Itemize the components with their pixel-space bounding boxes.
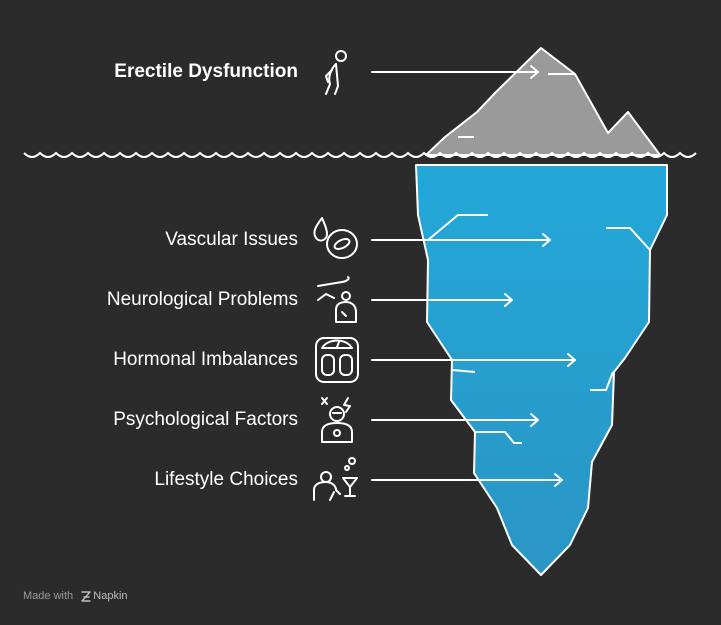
label-hormonal-imbalances: Hormonal Imbalances	[113, 349, 298, 370]
label-vascular-issues: Vascular Issues	[165, 229, 298, 250]
body-ridge	[427, 214, 488, 241]
label-lifestyle-choices: Lifestyle Choices	[154, 469, 298, 490]
arrow-psychological-factors	[371, 413, 539, 427]
label-neurological-problems: Neurological Problems	[106, 289, 298, 310]
footer-brand: Napkin	[93, 590, 128, 602]
person-stooped-icon	[325, 50, 347, 95]
footer-made-with: Made with	[23, 590, 74, 602]
scale-icon	[315, 337, 359, 383]
napkin-logo-icon	[81, 591, 91, 602]
arrow-vascular-issues	[371, 233, 551, 247]
arrow-neurological-problems	[371, 293, 513, 307]
body-ridge	[475, 431, 522, 444]
water-line	[23, 151, 697, 158]
body-ridge	[451, 369, 476, 373]
blood-cell-icon	[313, 217, 358, 259]
footer-credit: Made with Napkin	[23, 589, 128, 603]
label-psychological-factors: Psychological Factors	[113, 409, 298, 430]
body-ridge	[606, 227, 651, 251]
person-drink-icon	[313, 457, 358, 501]
iceberg-body	[415, 164, 668, 576]
arrow-erectile-dysfunction	[371, 65, 539, 79]
arrow-hormonal-imbalances	[371, 353, 576, 367]
label-erectile-dysfunction: Erectile Dysfunction	[114, 61, 298, 82]
nerve-pain-icon	[317, 276, 357, 323]
body-ridge	[590, 371, 614, 391]
arrow-lifestyle-choices	[371, 473, 563, 487]
iceberg-tip	[425, 47, 661, 156]
stressed-person-icon	[321, 397, 353, 443]
